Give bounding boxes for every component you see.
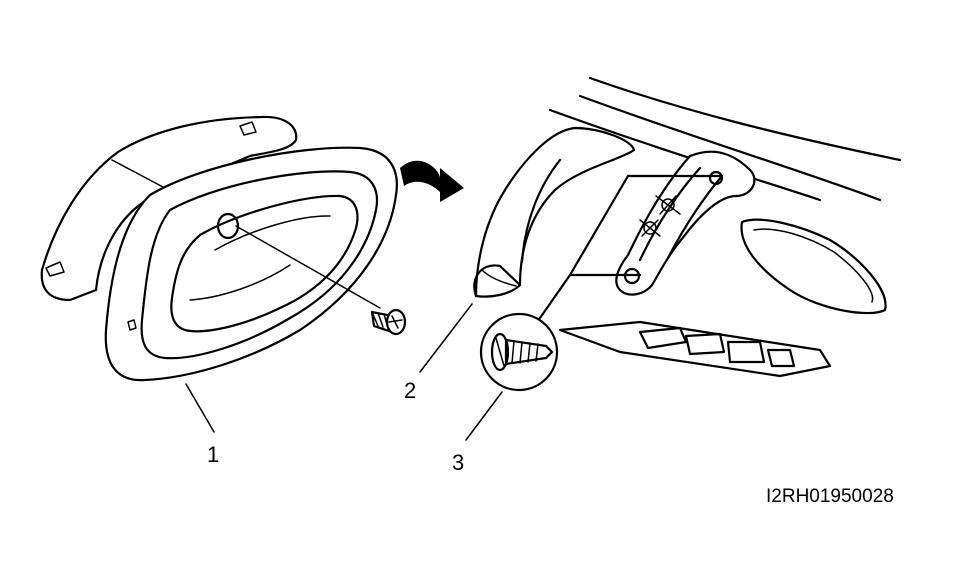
removal-arrow [400, 160, 464, 202]
callout-2: 2 [404, 378, 416, 403]
callout-3: 3 [452, 450, 464, 475]
mounting-bracket [568, 150, 756, 296]
figure-code: I2RH01950028 [766, 486, 894, 507]
screw-detail [479, 273, 572, 392]
callout-leaders [185, 303, 503, 441]
roof-side-panel [548, 76, 902, 378]
callout-1: 1 [207, 442, 219, 467]
assist-grip-removed [40, 115, 407, 382]
assist-grip-mounted [473, 126, 636, 298]
